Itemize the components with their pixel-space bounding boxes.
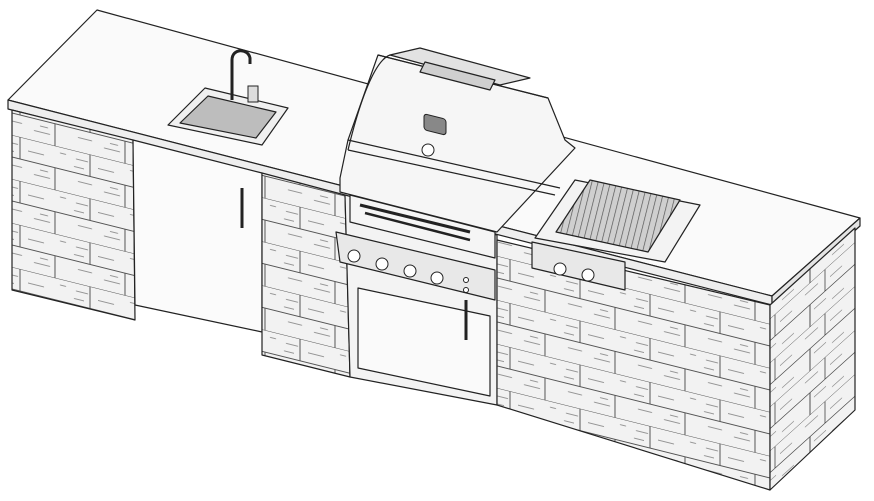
knob[interactable] (347, 249, 361, 263)
burner-grate (555, 179, 681, 253)
indicator-light (463, 277, 469, 283)
burner-knob[interactable] (553, 262, 567, 276)
grill-hood (339, 47, 576, 234)
hood-handle[interactable] (359, 203, 471, 234)
side-burner (531, 179, 701, 291)
grill-control-panel (335, 231, 496, 301)
stone-veneer-left (11, 109, 136, 321)
faucet[interactable] (230, 49, 252, 100)
hood-logo (421, 143, 435, 157)
grill-base-door[interactable] (357, 287, 491, 397)
knob[interactable] (375, 257, 389, 271)
grill-knobs[interactable] (347, 249, 469, 293)
knob[interactable] (430, 271, 444, 285)
stone-veneer-side-right (769, 227, 856, 491)
stone-veneer-middle (261, 172, 351, 378)
soap-dispenser[interactable] (247, 85, 259, 103)
cabinet-door[interactable] (132, 139, 263, 333)
burner-knob[interactable] (581, 268, 595, 282)
indicator-light (463, 287, 469, 293)
grill-base (335, 194, 498, 406)
hood-vent (419, 61, 496, 91)
thermometer (423, 113, 447, 136)
sink (167, 49, 289, 146)
knob[interactable] (403, 264, 417, 278)
sink-basin (179, 95, 277, 139)
